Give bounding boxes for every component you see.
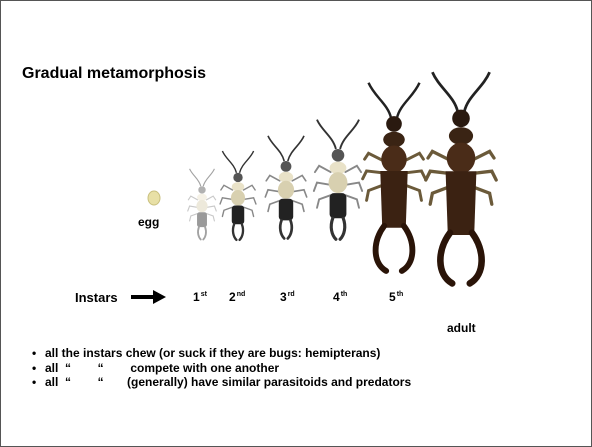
adult-label: adult <box>447 321 476 335</box>
instar-2-label: 2nd <box>229 290 245 304</box>
instar-3-label: 3rd <box>280 290 295 304</box>
right-arrow-icon <box>131 289 167 305</box>
instar-4-label: 4th <box>333 290 347 304</box>
egg-label: egg <box>138 215 159 229</box>
instar-1-label: 1st <box>193 290 207 304</box>
instars-label: Instars <box>75 290 118 305</box>
bullet-list: •all the instars chew (or suck if they a… <box>45 346 411 390</box>
earwig-instar-3-icon <box>265 136 306 239</box>
bullet-item: •all “ “ (generally) have similar parasi… <box>45 375 411 390</box>
bullet-item: •all “ “ compete with one another <box>45 361 411 376</box>
bullet-marker: • <box>32 361 36 376</box>
bullet-text: all “ “ compete with one another <box>45 361 279 375</box>
earwig-instar-1-icon <box>188 169 217 240</box>
earwig-instar-2-icon <box>220 151 256 240</box>
instar-5-label: 5th <box>389 290 403 304</box>
earwig-adult-icon <box>426 72 496 283</box>
earwig-instar-5-icon <box>363 83 426 271</box>
bullet-item: •all the instars chew (or suck if they a… <box>45 346 411 361</box>
bullet-marker: • <box>32 375 36 390</box>
bullet-text: all “ “ (generally) have similar parasit… <box>45 375 411 389</box>
earwig-instar-4-icon <box>314 120 362 240</box>
egg-icon <box>148 191 160 205</box>
bullet-marker: • <box>32 346 36 361</box>
bullet-text: all the instars chew (or suck if they ar… <box>45 346 380 360</box>
